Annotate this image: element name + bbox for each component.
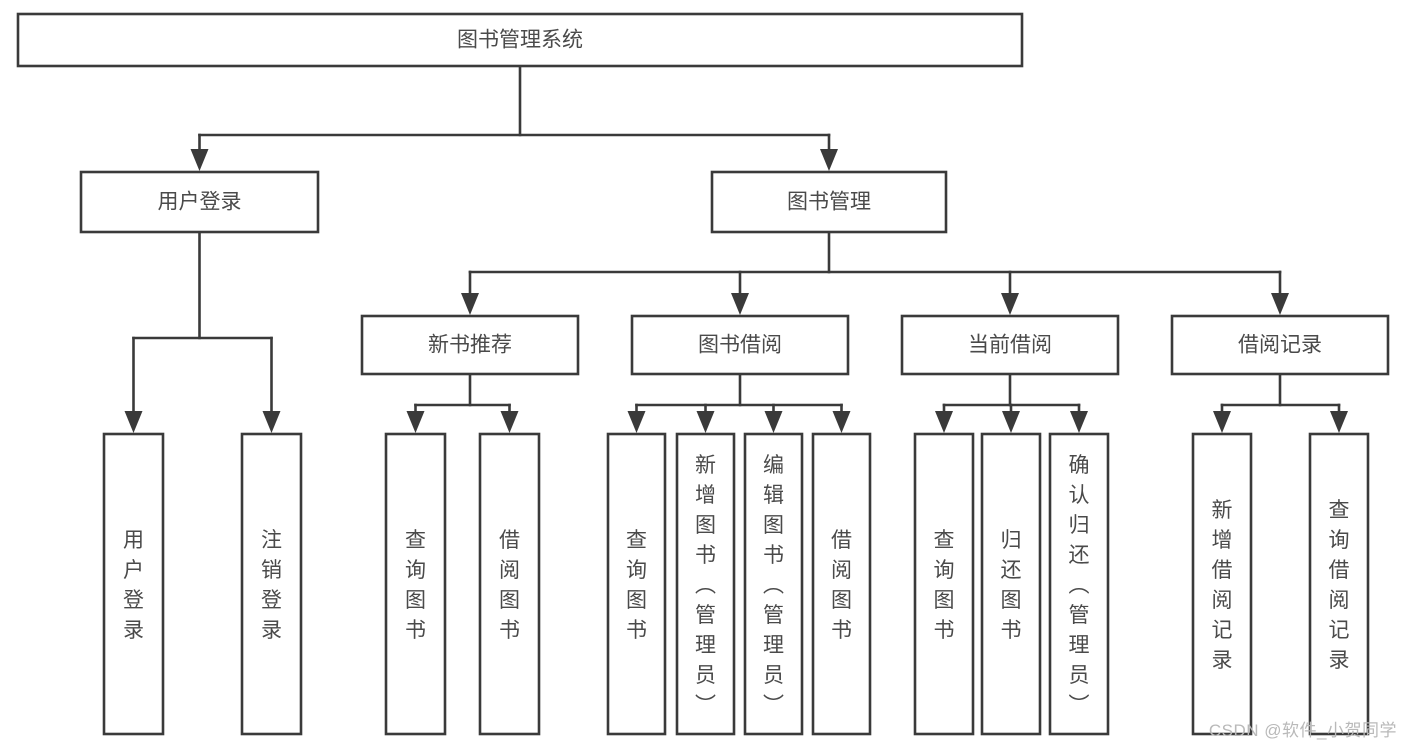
book-borrow-to-leaves-arrow-3 xyxy=(832,411,851,433)
borrow-record-to-leaves-arrow-0 xyxy=(1213,411,1231,433)
userlogin-to-leaves-arrow-1 xyxy=(262,411,281,433)
node-leaf-query-record-rect[interactable] xyxy=(1308,432,1370,736)
book-borrow-to-leaves-arrow-2 xyxy=(764,411,783,433)
node-book-borrow[interactable]: 图书借阅 xyxy=(630,314,850,376)
root-to-l2-arrow-1 xyxy=(820,149,838,171)
node-user-login[interactable]: 用户登录 xyxy=(79,170,320,234)
node-leaf-add-record-label: 新增借阅记录 xyxy=(1212,499,1233,672)
node-user-login-rect[interactable] xyxy=(79,170,320,234)
node-leaf-borrow-book-2-label: 借阅图书 xyxy=(831,529,852,642)
node-leaf-edit-book-label: 编辑图书︵管理员︶ xyxy=(763,454,784,717)
node-leaf-add-book-rect[interactable] xyxy=(675,432,736,736)
node-leaf-borrow-book-2-rect[interactable] xyxy=(811,432,872,736)
node-leaf-borrow-book-1-label: 借阅图书 xyxy=(499,529,520,642)
node-new-book-recommend[interactable]: 新书推荐 xyxy=(360,314,580,376)
node-leaf-logout-label: 注销登录 xyxy=(261,529,282,642)
userlogin-to-leaves-arrow-0 xyxy=(124,411,143,433)
node-new-book-recommend-label: 新书推荐 xyxy=(428,334,512,357)
node-leaf-edit-book[interactable]: 编辑图书︵管理员︶ xyxy=(743,432,804,736)
node-leaf-user-login-label: 用户登录 xyxy=(123,529,144,642)
node-layer: 图书管理系统用户登录图书管理新书推荐图书借阅当前借阅借阅记录用户登录注销登录查询… xyxy=(16,12,1390,736)
node-leaf-query-book-1-rect[interactable] xyxy=(384,432,447,736)
node-book-borrow-label: 图书借阅 xyxy=(698,334,782,357)
book-borrow-to-leaves-arrow-1 xyxy=(696,411,715,433)
book-borrow-to-leaves-arrow-0 xyxy=(627,411,646,433)
node-leaf-add-book[interactable]: 新增图书︵管理员︶ xyxy=(675,432,736,736)
node-leaf-user-login-rect[interactable] xyxy=(102,432,165,736)
node-leaf-query-book-1[interactable]: 查询图书 xyxy=(384,432,447,736)
node-book-borrow-rect[interactable] xyxy=(630,314,850,376)
bookmanage-to-l3-arrow-2 xyxy=(1001,293,1019,315)
node-leaf-query-book-2[interactable]: 查询图书 xyxy=(606,432,667,736)
node-leaf-query-record-label: 查询借阅记录 xyxy=(1329,499,1350,672)
node-leaf-return-book[interactable]: 归还图书 xyxy=(980,432,1042,736)
node-borrow-record-label: 借阅记录 xyxy=(1238,334,1322,357)
node-leaf-add-book-label: 新增图书︵管理员︶ xyxy=(695,454,716,717)
node-leaf-borrow-book-1[interactable]: 借阅图书 xyxy=(478,432,541,736)
node-leaf-logout[interactable]: 注销登录 xyxy=(240,432,303,736)
node-leaf-user-login[interactable]: 用户登录 xyxy=(102,432,165,736)
root-to-l2-arrow-0 xyxy=(190,149,209,171)
node-leaf-query-book-3-rect[interactable] xyxy=(913,432,975,736)
new-book-recommend-to-leaves-arrow-1 xyxy=(500,411,519,433)
node-leaf-confirm-return-label: 确认归还︵管理员︶ xyxy=(1069,454,1090,717)
node-leaf-query-record[interactable]: 查询借阅记录 xyxy=(1308,432,1370,736)
node-root[interactable]: 图书管理系统 xyxy=(16,12,1024,68)
node-leaf-logout-rect[interactable] xyxy=(240,432,303,736)
node-current-borrow-label: 当前借阅 xyxy=(968,334,1052,357)
node-leaf-query-book-3[interactable]: 查询图书 xyxy=(913,432,975,736)
current-borrow-to-leaves-arrow-1 xyxy=(1002,411,1020,433)
node-leaf-return-book-rect[interactable] xyxy=(980,432,1042,736)
node-current-borrow-rect[interactable] xyxy=(900,314,1120,376)
bookmanage-to-l3-arrow-0 xyxy=(461,293,479,315)
current-borrow-to-leaves-arrow-0 xyxy=(935,411,953,433)
node-leaf-add-record[interactable]: 新增借阅记录 xyxy=(1191,432,1253,736)
node-borrow-record[interactable]: 借阅记录 xyxy=(1170,314,1390,376)
node-user-login-label: 用户登录 xyxy=(158,191,242,214)
borrow-record-to-leaves-arrow-1 xyxy=(1330,411,1348,433)
node-root-label: 图书管理系统 xyxy=(457,29,583,52)
new-book-recommend-to-leaves-arrow-0 xyxy=(406,411,425,433)
node-leaf-confirm-return-rect[interactable] xyxy=(1048,432,1110,736)
watermark-text: CSDN @软件_小贺同学 xyxy=(1208,721,1397,740)
node-leaf-borrow-book-2[interactable]: 借阅图书 xyxy=(811,432,872,736)
node-root-rect[interactable] xyxy=(16,12,1024,68)
current-borrow-to-leaves-arrow-2 xyxy=(1070,411,1088,433)
node-borrow-record-rect[interactable] xyxy=(1170,314,1390,376)
node-leaf-borrow-book-1-rect[interactable] xyxy=(478,432,541,736)
node-leaf-query-book-2-rect[interactable] xyxy=(606,432,667,736)
node-book-manage-label: 图书管理 xyxy=(787,191,871,214)
node-leaf-query-book-1-label: 查询图书 xyxy=(405,529,426,642)
connector-layer xyxy=(124,64,1348,433)
node-leaf-add-record-rect[interactable] xyxy=(1191,432,1253,736)
node-current-borrow[interactable]: 当前借阅 xyxy=(900,314,1120,376)
node-leaf-edit-book-rect[interactable] xyxy=(743,432,804,736)
bookmanage-to-l3-arrow-3 xyxy=(1271,293,1289,315)
node-leaf-query-book-2-label: 查询图书 xyxy=(626,529,647,642)
node-book-manage-rect[interactable] xyxy=(710,170,948,234)
node-leaf-query-book-3-label: 查询图书 xyxy=(934,529,955,642)
bookmanage-to-l3-arrow-1 xyxy=(731,293,749,315)
node-new-book-recommend-rect[interactable] xyxy=(360,314,580,376)
node-leaf-return-book-label: 归还图书 xyxy=(1001,529,1022,642)
node-leaf-confirm-return[interactable]: 确认归还︵管理员︶ xyxy=(1048,432,1110,736)
node-book-manage[interactable]: 图书管理 xyxy=(710,170,948,234)
